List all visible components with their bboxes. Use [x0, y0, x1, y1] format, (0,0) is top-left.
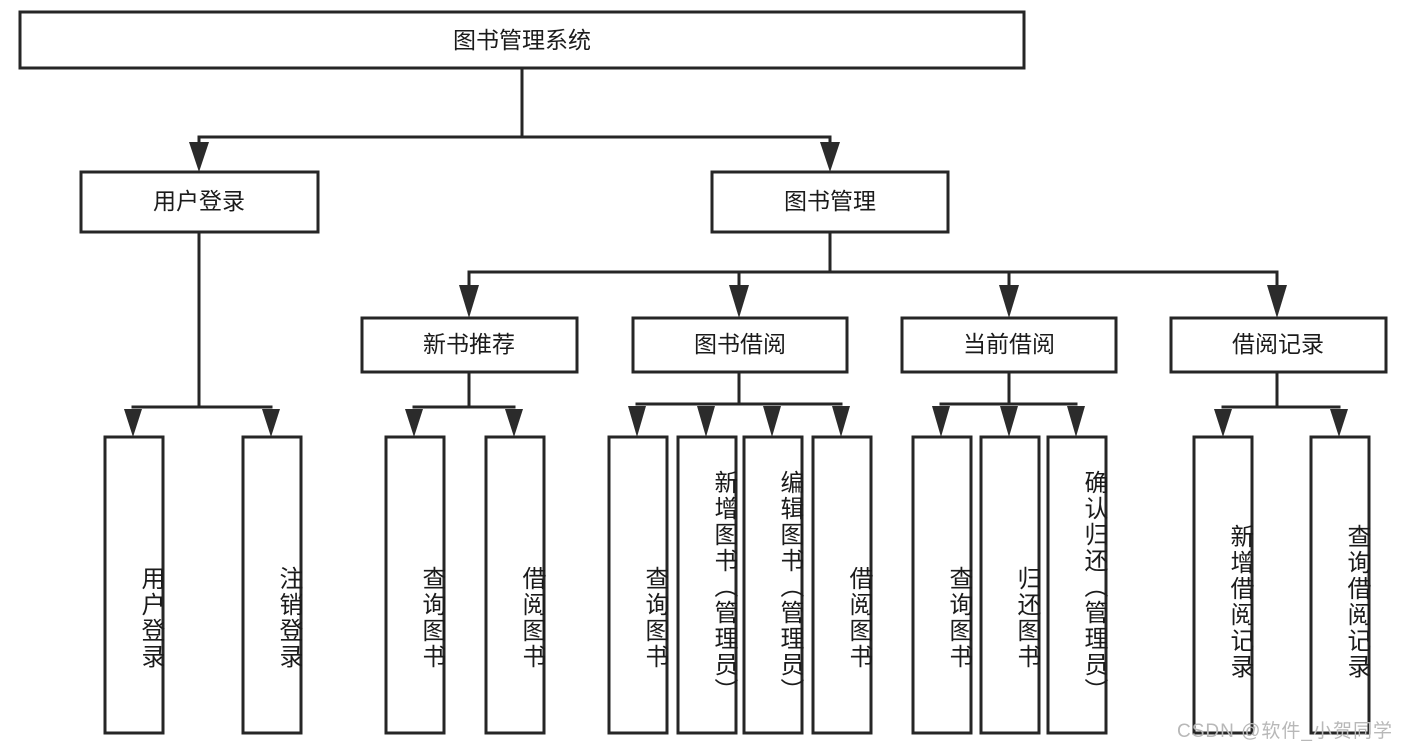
- node-root-label: 图书管理系统: [453, 27, 591, 53]
- node-borrow-record-box[interactable]: [1169, 316, 1388, 374]
- arrow-head-icon: [820, 142, 840, 172]
- node-new-book-recommend-box[interactable]: [360, 316, 579, 374]
- connector-group-borrow-record: [1214, 370, 1348, 437]
- node-user-login-box[interactable]: [79, 170, 320, 234]
- node-user-login[interactable]: 用户登录: [79, 170, 320, 234]
- arrow-head-icon: [405, 409, 423, 437]
- node-root-box[interactable]: [18, 10, 1026, 70]
- arrow-head-icon: [1067, 406, 1085, 437]
- arrow-head-icon: [189, 142, 209, 172]
- leaf-box-book-borrow-1[interactable]: [607, 435, 669, 735]
- node-book-manage[interactable]: 图书管理: [710, 170, 950, 234]
- leaf-group-new-book-recommend: [384, 435, 546, 735]
- arrow-head-icon: [1330, 409, 1348, 437]
- arrow-head-icon: [697, 406, 715, 437]
- leaf-group-borrow-record: [1192, 435, 1371, 735]
- arrow-head-icon: [763, 406, 781, 437]
- node-book-borrow[interactable]: 图书借阅: [631, 316, 849, 374]
- leaf-box-current-borrow-2[interactable]: [979, 435, 1041, 735]
- node-root[interactable]: 图书管理系统: [18, 10, 1026, 70]
- arrow-head-icon: [628, 406, 646, 437]
- leaf-group-user-login: [103, 435, 303, 735]
- arrow-head-icon: [459, 285, 479, 318]
- connector-group-current-borrow: [932, 370, 1085, 437]
- leaf-group-book-borrow: [607, 435, 873, 735]
- node-current-borrow[interactable]: 当前借阅: [900, 316, 1118, 374]
- leaf-box-current-borrow-3[interactable]: [1046, 435, 1108, 735]
- leaf-group-current-borrow: [911, 435, 1108, 735]
- arrow-head-icon: [729, 285, 749, 318]
- arrow-head-icon: [124, 409, 142, 437]
- arrow-head-icon: [262, 409, 280, 437]
- leaf-box-book-borrow-3[interactable]: [742, 435, 804, 735]
- arrow-head-icon: [505, 409, 523, 437]
- arrow-head-icon: [832, 406, 850, 437]
- node-current-borrow-label: 当前借阅: [963, 331, 1055, 357]
- node-book-manage-box[interactable]: [710, 170, 950, 234]
- leaf-box-new-book-1[interactable]: [384, 435, 446, 735]
- leaf-box-borrow-record-1[interactable]: [1192, 435, 1254, 735]
- connector-group-book-manage: [459, 230, 1287, 318]
- arrow-head-icon: [932, 406, 950, 437]
- leaf-box-book-borrow-4[interactable]: [811, 435, 873, 735]
- leaf-box-user-login-2[interactable]: [241, 435, 303, 735]
- node-new-book-recommend[interactable]: 新书推荐: [360, 316, 579, 374]
- node-borrow-record[interactable]: 借阅记录: [1169, 316, 1388, 374]
- leaf-box-user-login-1[interactable]: [103, 435, 165, 735]
- connector-group-new-book: [405, 370, 523, 437]
- connector-group-user-login: [124, 230, 280, 437]
- watermark-text: CSDN @软件_小贺同学: [1177, 721, 1393, 742]
- leaf-box-borrow-record-2[interactable]: [1309, 435, 1371, 735]
- node-book-borrow-box[interactable]: [631, 316, 849, 374]
- connector-group-book-borrow: [628, 370, 850, 437]
- node-new-book-recommend-label: 新书推荐: [423, 331, 515, 357]
- node-borrow-record-label: 借阅记录: [1232, 331, 1324, 357]
- node-book-borrow-label: 图书借阅: [694, 331, 786, 357]
- arrow-head-icon: [999, 285, 1019, 318]
- arrow-head-icon: [1267, 285, 1287, 318]
- leaf-box-book-borrow-2[interactable]: [676, 435, 738, 735]
- node-user-login-label: 用户登录: [153, 188, 245, 214]
- node-current-borrow-box[interactable]: [900, 316, 1118, 374]
- arrow-head-icon: [1000, 406, 1018, 437]
- leaf-box-new-book-2[interactable]: [484, 435, 546, 735]
- connector-group-root: [189, 66, 840, 172]
- leaf-box-current-borrow-1[interactable]: [911, 435, 973, 735]
- node-book-manage-label: 图书管理: [784, 188, 876, 214]
- arrow-head-icon: [1214, 409, 1232, 437]
